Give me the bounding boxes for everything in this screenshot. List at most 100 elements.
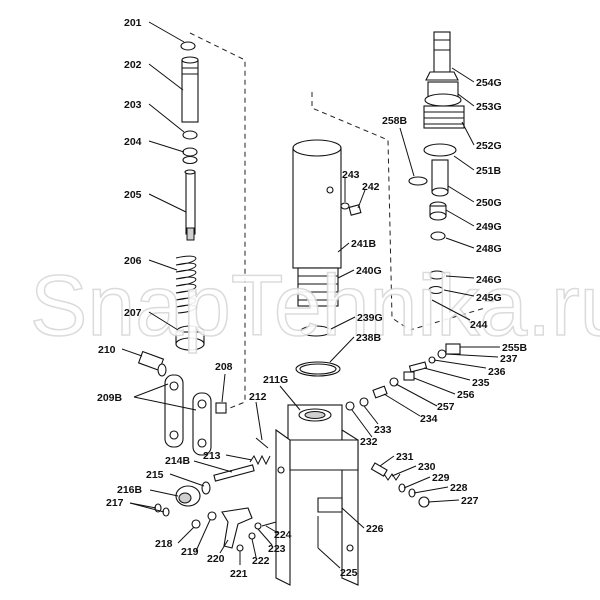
part-label: 205 — [124, 189, 142, 201]
part-label: 201 — [124, 17, 142, 29]
part-label: 207 — [124, 307, 142, 319]
part-207-spring-seat — [175, 325, 205, 351]
part-248g-ring — [430, 231, 446, 241]
part-label: 239G — [357, 312, 383, 324]
part-label: 203 — [124, 99, 142, 111]
part-label: 206 — [124, 255, 142, 267]
part-label: 224 — [274, 529, 292, 541]
part-label: 226 — [366, 523, 384, 535]
part-241b-cylinder — [292, 139, 342, 269]
part-243-washer — [340, 202, 350, 210]
part-label: 225 — [340, 567, 358, 579]
part-label: 245G — [476, 292, 502, 304]
part-226-bracket — [317, 497, 343, 513]
part-label: 237 — [500, 353, 518, 365]
part-201-snap-ring — [180, 41, 196, 51]
assembly-guide-lines — [189, 32, 486, 411]
part-label: 217 — [106, 497, 124, 509]
part-label: 223 — [268, 543, 286, 555]
part-labels: 201 202 203 204 205 206 207 208 209B 210… — [97, 17, 528, 580]
part-label: 254G — [476, 77, 502, 89]
part-label: 241B — [351, 238, 377, 250]
part-label: 256 — [457, 389, 475, 401]
part-221-pin — [236, 544, 244, 552]
part-label: 242 — [362, 181, 380, 193]
part-227-nut — [418, 496, 430, 508]
part-label: 215 — [146, 469, 164, 481]
part-label: 211G — [263, 374, 288, 386]
part-label: 202 — [124, 59, 142, 71]
part-label: 255B — [502, 342, 528, 354]
part-label: 252G — [476, 140, 502, 152]
part-233-washer — [359, 397, 369, 407]
part-label: 243 — [342, 169, 360, 181]
part-250g-stem — [431, 159, 449, 197]
part-214b-plunger — [213, 464, 255, 482]
part-212-spring-pin — [255, 437, 269, 449]
part-label: 212 — [249, 391, 267, 403]
part-211g-frame — [275, 404, 359, 586]
part-215-ring — [201, 481, 211, 495]
part-label: 235 — [472, 377, 490, 389]
part-204-washer — [182, 147, 198, 165]
part-label: 232 — [360, 436, 378, 448]
part-label: 233 — [374, 424, 392, 436]
part-252g-threaded-ring — [423, 105, 465, 129]
part-208-clip — [215, 402, 227, 414]
part-label: 258B — [382, 115, 408, 127]
part-253g-body — [424, 81, 462, 107]
part-label: 220 — [207, 553, 225, 565]
part-256-plug — [403, 371, 415, 381]
part-label: 231 — [396, 451, 414, 463]
part-label: 209B — [97, 392, 123, 404]
part-219-ring — [207, 511, 217, 521]
part-label: 246G — [476, 274, 502, 286]
part-label: 227 — [461, 495, 479, 507]
part-240g-threaded-end — [297, 267, 339, 307]
part-213-spring — [249, 454, 271, 466]
part-254g-fitting — [425, 31, 459, 81]
part-label: 257 — [437, 401, 455, 413]
part-234-screw — [372, 385, 388, 399]
part-label: 218 — [155, 538, 173, 550]
part-label: 240G — [356, 265, 382, 277]
part-218-screw — [191, 519, 201, 529]
part-246g-ring — [428, 270, 446, 280]
part-label: 204 — [124, 136, 142, 148]
part-223-pin — [254, 522, 262, 530]
part-label: 236 — [488, 366, 506, 378]
part-238b-oring — [295, 361, 341, 377]
part-label: 248G — [476, 243, 502, 255]
part-label: 251B — [476, 165, 502, 177]
part-label: 253G — [476, 101, 502, 113]
part-220-lever — [221, 507, 253, 549]
part-label: 228 — [450, 482, 468, 494]
part-label: 221 — [230, 568, 248, 580]
part-label: 238B — [356, 332, 382, 344]
part-label: 244 — [470, 319, 488, 331]
part-label: 249G — [476, 221, 502, 233]
part-249g-bushing — [429, 201, 447, 221]
part-210-pin — [137, 350, 167, 377]
part-235-valve — [408, 361, 428, 373]
part-258b-oring — [408, 176, 428, 186]
part-230-spring — [383, 473, 401, 481]
part-231-screw — [370, 462, 388, 477]
part-216b-knob — [175, 485, 201, 507]
part-label: 208 — [215, 361, 233, 373]
part-label: 234 — [420, 413, 438, 425]
part-251b-oring — [423, 143, 457, 157]
part-205-shaft — [184, 169, 196, 241]
part-206-spring — [175, 255, 197, 314]
part-209b-link-plates — [164, 374, 212, 456]
part-label: 230 — [418, 461, 436, 473]
part-label: 214B — [165, 455, 191, 467]
part-label: 216B — [117, 484, 143, 496]
part-222-pin — [248, 532, 256, 540]
watermark-text: SnapTehnika.ru — [30, 258, 600, 354]
part-245g-ring — [428, 285, 444, 295]
part-202-piston-rod — [181, 56, 199, 123]
part-232-ring — [345, 401, 355, 411]
part-239g-oring — [300, 325, 332, 337]
